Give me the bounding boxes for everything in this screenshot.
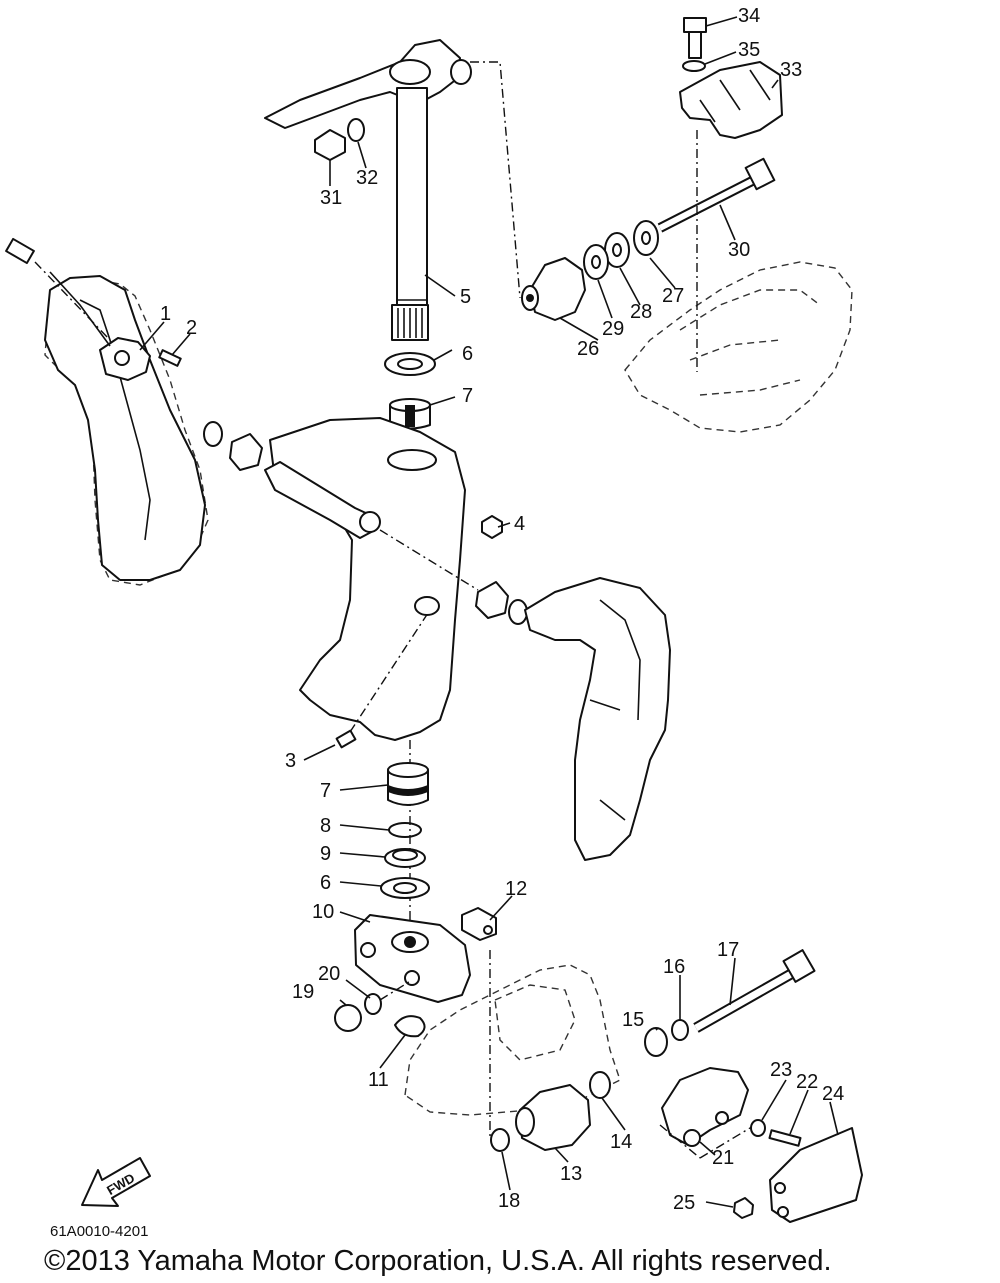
swivel-bracket: [269, 417, 466, 741]
sender-plug: [5, 237, 35, 265]
callout-34: 34: [738, 5, 760, 27]
callout-13: 13: [560, 1163, 582, 1185]
steering-shaft: [396, 87, 428, 339]
callout-20: 20: [318, 963, 340, 985]
leader-lines: [139, 16, 839, 1208]
callout-26: 26: [577, 338, 599, 360]
callout-5: 5: [460, 286, 471, 308]
callout-30: 30: [728, 239, 750, 261]
washer-14: [589, 1071, 611, 1099]
bolt-17-head: [782, 949, 816, 983]
lower-mount-housing-10: [354, 914, 471, 1003]
callout-3: 3: [285, 750, 296, 772]
rubber-mount-26: [529, 257, 586, 321]
callout-27: 27: [662, 285, 684, 307]
cap-19: [334, 1004, 362, 1032]
nut-4: [481, 515, 503, 539]
lower-housing-outline: [404, 964, 621, 1116]
callout-32: 32: [356, 167, 378, 189]
callout-25: 25: [673, 1192, 695, 1214]
washer-16: [671, 1019, 689, 1041]
upper-mount-bracket-ribs: [699, 69, 771, 123]
callout-14: 14: [610, 1131, 632, 1153]
bottom-cowling-detail: [679, 289, 821, 396]
callout-22: 22: [796, 1071, 818, 1093]
callout-15: 15: [622, 1009, 644, 1031]
callout-1: 1: [160, 303, 171, 325]
lower-housing-detail: [494, 984, 576, 1061]
callout-24: 24: [822, 1083, 844, 1105]
assembly-line-upper: [470, 61, 521, 299]
callout-4: 4: [514, 513, 525, 535]
washer-20: [364, 993, 382, 1015]
cover-24: [769, 1127, 863, 1223]
bolt-3: [335, 729, 357, 749]
o-ring-8: [388, 822, 422, 838]
screw-22: [768, 1129, 802, 1147]
callout-31: 31: [320, 187, 342, 209]
bolt-34-head: [683, 17, 707, 33]
damper-12: [461, 907, 497, 941]
callout-17: 17: [717, 939, 739, 961]
callout-19: 19: [292, 981, 314, 1003]
lower-bracket-21: [661, 1067, 749, 1146]
washer-23: [750, 1119, 766, 1137]
nut-25: [733, 1197, 754, 1219]
callout-35: 35: [738, 39, 760, 61]
callout-6-lower: 6: [320, 872, 331, 894]
callout-7-upper: 7: [462, 385, 473, 407]
upper-mount-bracket-33: [679, 61, 783, 139]
tilt-bushing-left: [229, 433, 263, 471]
washer-15: [644, 1027, 668, 1057]
copyright-notice: ©2013 Yamaha Motor Corporation, U.S.A. A…: [44, 1245, 832, 1277]
steering-arm-pin: [450, 59, 472, 85]
callout-10: 10: [312, 901, 334, 923]
callout-16: 16: [663, 956, 685, 978]
callout-7-lower: 7: [320, 780, 331, 802]
callout-21: 21: [712, 1147, 734, 1169]
sender-wire: [49, 271, 111, 347]
steering-arm: [264, 39, 461, 129]
bottom-cowling-outline: [624, 261, 853, 433]
callout-8: 8: [320, 815, 331, 837]
tilt-washer-left: [203, 421, 223, 447]
bolt-30-head: [744, 157, 776, 191]
callout-6-upper: 6: [462, 343, 473, 365]
callout-29: 29: [602, 318, 624, 340]
callout-33: 33: [780, 59, 802, 81]
right-clamp-bracket: [524, 577, 671, 861]
right-clamp-bracket-detail: [589, 599, 641, 821]
washer-18: [490, 1128, 510, 1152]
callout-28: 28: [630, 301, 652, 323]
callout-23: 23: [770, 1059, 792, 1081]
callout-12: 12: [505, 878, 527, 900]
fwd-arrow-icon: FWD: [81, 1157, 151, 1207]
rubber-mount-13: [519, 1084, 591, 1151]
washer-35: [682, 60, 706, 72]
screw-2: [158, 349, 182, 367]
steering-arm-boss: [389, 59, 431, 85]
tilt-washer-right: [508, 599, 528, 625]
tilt-bushing-right: [475, 581, 509, 619]
clip-11: [394, 1015, 426, 1038]
left-clamp-bracket: [44, 275, 206, 581]
washer-32: [347, 118, 365, 142]
callout-11: 11: [368, 1069, 389, 1091]
callout-2: 2: [186, 317, 197, 339]
swivel-bracket-bore: [387, 449, 437, 471]
part-code: 61A0010-4201: [50, 1223, 148, 1240]
callout-9: 9: [320, 843, 331, 865]
nut-31: [314, 129, 346, 161]
callout-18: 18: [498, 1190, 520, 1212]
